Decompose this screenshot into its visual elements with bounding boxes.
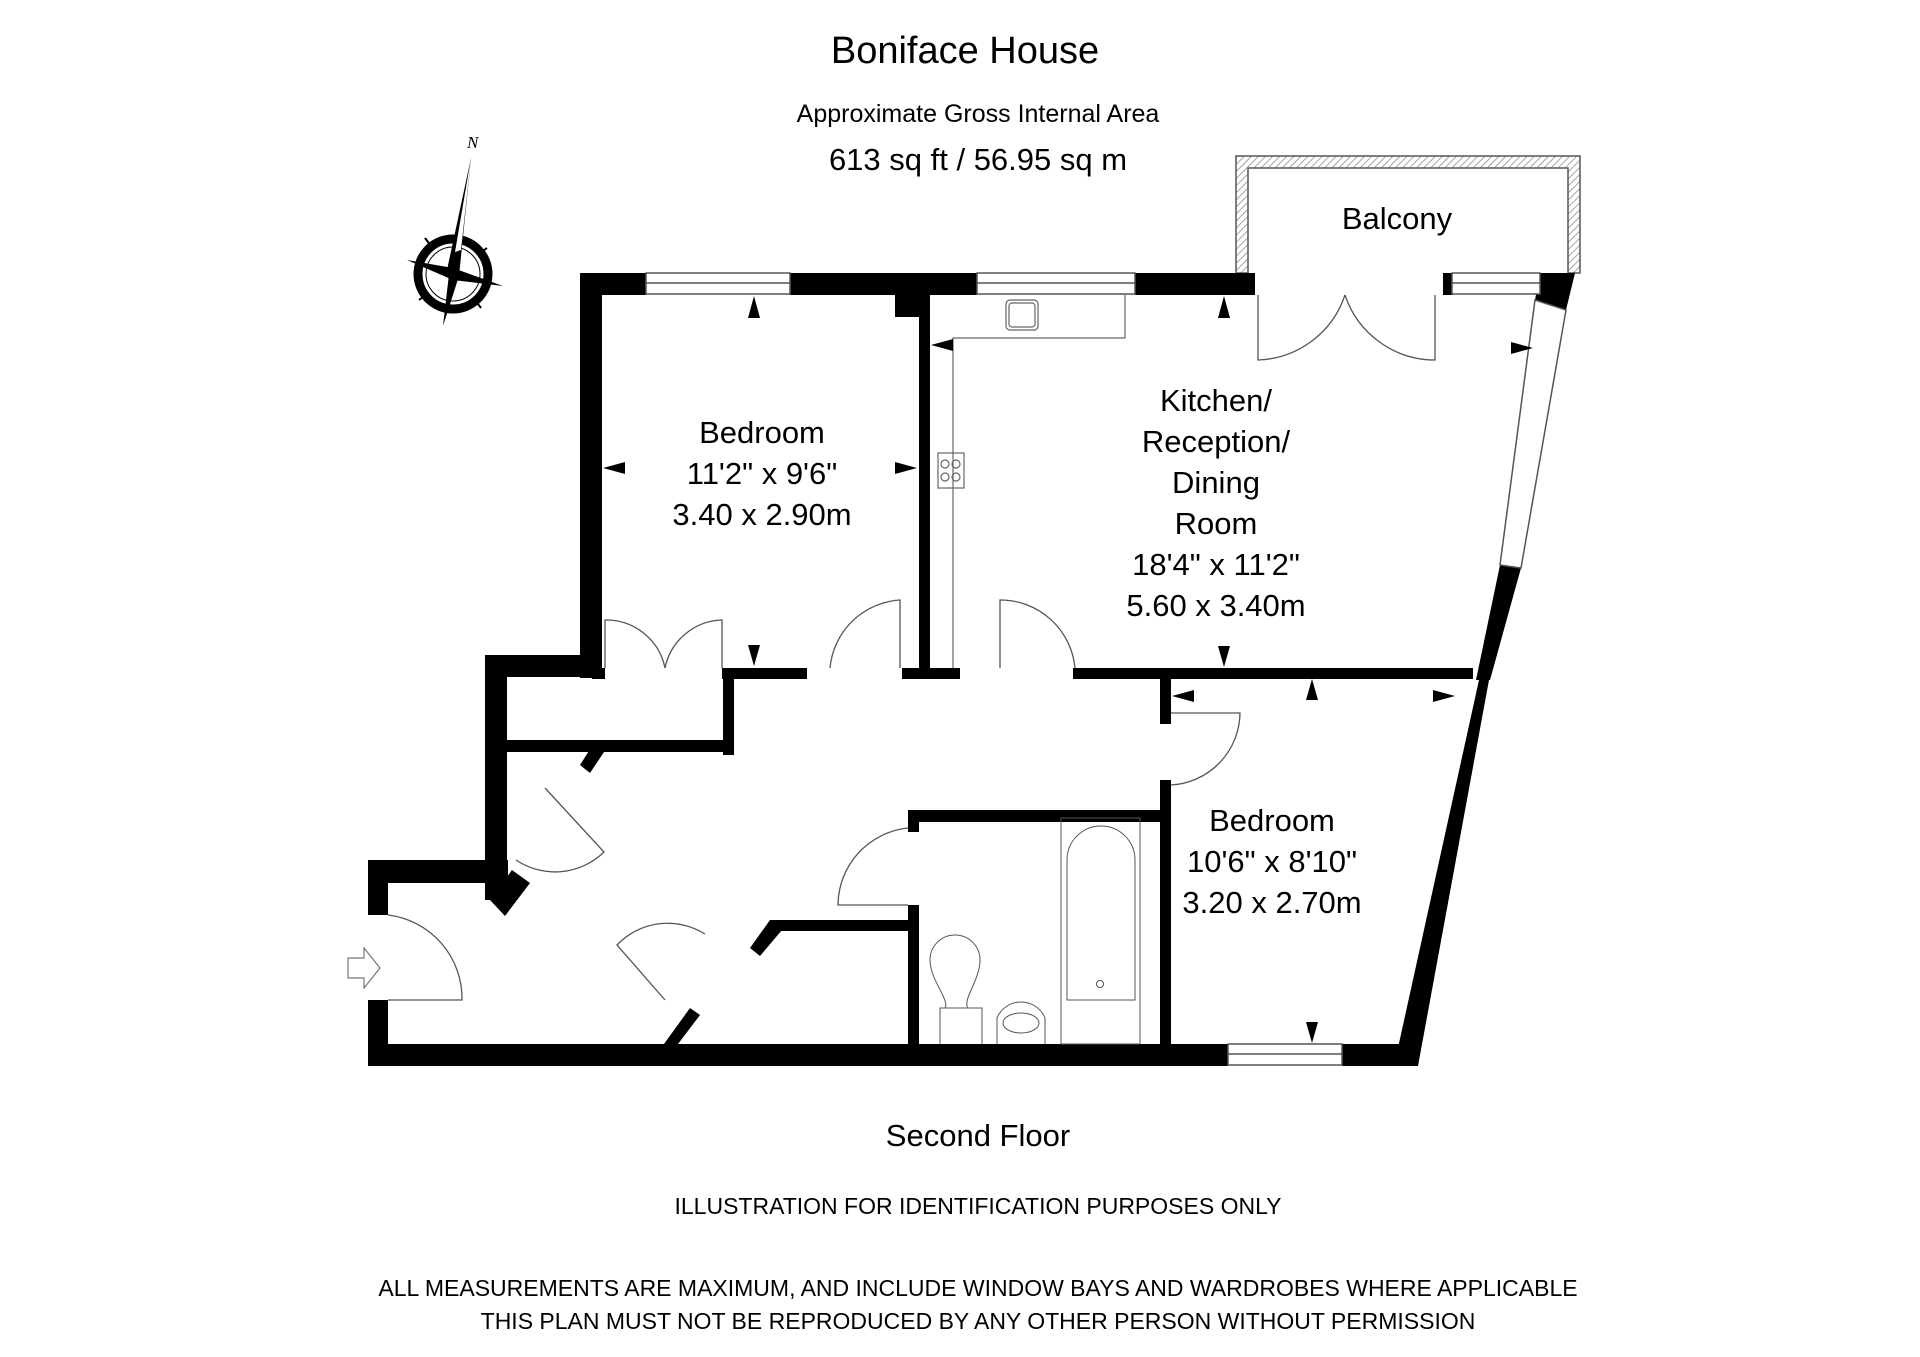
room-label-kitchen-reception-dining: Kitchen/ Reception/ Dining Room 18'4" x … <box>1126 380 1305 626</box>
room-size-metric: 5.60 x 3.40m <box>1126 588 1306 623</box>
dimension-arrows <box>603 296 1533 1043</box>
room-name: Bedroom <box>699 415 825 450</box>
floor-label: Second Floor <box>885 1118 1071 1153</box>
copyright-notice: THIS PLAN MUST NOT BE REPRODUCED BY ANY … <box>480 1308 1476 1334</box>
room-label-bedroom-2: Bedroom 10'6" x 8'10" 3.20 x 2.70m <box>1182 800 1361 923</box>
room-name-line: Kitchen/ <box>1159 383 1272 418</box>
kitchen-units <box>937 295 1126 668</box>
room-size-metric: 3.40 x 2.90m <box>672 497 852 532</box>
north-arrow-compass-icon: N <box>395 130 520 330</box>
room-name: Bedroom <box>1209 803 1335 838</box>
walls <box>368 273 1575 1066</box>
bath-icon <box>1060 817 1141 1045</box>
room-label-bedroom-1: Bedroom 11'2" x 9'6" 3.40 x 2.90m <box>672 412 851 535</box>
room-label-balcony: Balcony <box>1341 201 1453 236</box>
room-size-imperial: 18'4" x 11'2" <box>1132 547 1300 582</box>
room-size-metric: 3.20 x 2.70m <box>1182 885 1362 920</box>
windows <box>645 272 1567 1066</box>
room-name-line: Reception/ <box>1141 424 1291 459</box>
room-size-imperial: 10'6" x 8'10" <box>1186 844 1357 879</box>
entrance-arrow-icon <box>347 946 381 990</box>
toilet-icon <box>939 1007 983 1044</box>
area-subtitle: Approximate Gross Internal Area <box>796 100 1160 128</box>
room-name-line: Dining <box>1172 465 1260 500</box>
basin-icon <box>996 1001 1046 1044</box>
measurement-notice: ALL MEASUREMENTS ARE MAXIMUM, AND INCLUD… <box>378 1275 1578 1301</box>
room-size-imperial: 11'2" x 9'6" <box>686 456 838 491</box>
bathroom-fixtures <box>929 817 1141 1045</box>
sink-icon <box>1005 299 1039 331</box>
hob-icon <box>937 452 965 489</box>
disclaimer: ILLUSTRATION FOR IDENTIFICATION PURPOSES… <box>674 1193 1282 1219</box>
doors <box>387 294 1436 1001</box>
property-title: Boniface House <box>830 30 1100 72</box>
gross-internal-area: 613 sq ft / 56.95 sq m <box>828 142 1128 177</box>
north-label: N <box>466 133 480 152</box>
room-name-line: Room <box>1174 506 1258 541</box>
